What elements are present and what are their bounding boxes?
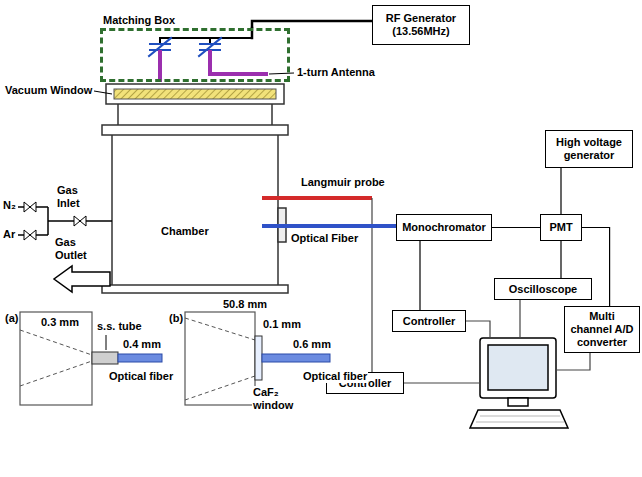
part-label: Langmuir probe (300, 176, 386, 189)
vacuum-chamber (102, 84, 288, 293)
inset-letter: (b) (168, 312, 184, 325)
connector-line (419, 241, 420, 310)
part-label: Optical fiber (108, 370, 174, 383)
part-label: Chamber (160, 225, 210, 238)
langmuir-probe (262, 196, 372, 200)
matching-box: Matching Box (100, 28, 290, 82)
connector-line (252, 21, 372, 28)
dimension-label: 50.8 mm (222, 298, 268, 311)
optical-fiber (262, 224, 396, 228)
part-label: 1-turn Antenna (296, 66, 376, 79)
part-label: Optical Fiber (290, 232, 359, 245)
part-label: Gas Outlet (54, 236, 100, 262)
gas-lines (18, 207, 112, 235)
part-label: CaF₂ window (252, 386, 300, 412)
dimension-label: 0.4 mm (122, 338, 162, 351)
controller-box: Controller (392, 310, 466, 332)
signal-cable (404, 382, 480, 383)
leader-line (269, 73, 294, 74)
connector-line (560, 241, 561, 278)
supply-box: High voltage generator (545, 130, 633, 168)
part-label: Vacuum Window (4, 84, 93, 97)
monochromator-box: Monochromator (396, 214, 492, 241)
box-label: Oscilloscope (509, 283, 577, 296)
box-label: PMT (549, 221, 572, 234)
dimension-label: 0.3 mm (40, 316, 80, 329)
detector-box: PMT (540, 214, 582, 241)
part-label: s.s. tube (96, 320, 143, 333)
box-heading: Matching Box (103, 14, 175, 27)
converter-box: Multi channel A/D converter (564, 306, 640, 353)
inset-letter: (a) (4, 312, 19, 325)
signal-cable (466, 321, 490, 338)
inset-a (20, 312, 162, 405)
box-label: Multi channel A/D converter (569, 310, 635, 349)
signal-cable (556, 353, 590, 370)
box-label: Controller (403, 315, 456, 328)
gas-label: N₂ (2, 199, 17, 212)
dimension-label: 0.6 mm (292, 338, 332, 351)
dimension-label: 0.1 mm (262, 318, 302, 331)
generator-box: RF Generator (13.56MHz) (372, 5, 470, 45)
signal-cable (519, 300, 520, 338)
box-label: High voltage generator (550, 136, 628, 162)
scope-box: Oscilloscope (494, 278, 592, 300)
connector-line (560, 168, 561, 214)
box-label: RF Generator (13.56MHz) (377, 12, 465, 38)
matching-circuit (149, 28, 266, 80)
computer-icon (470, 338, 568, 428)
box-label: Monochromator (402, 221, 486, 234)
outlet-arrow (54, 266, 110, 292)
part-label: Gas Inlet (56, 184, 98, 210)
gas-label: Ar (2, 228, 16, 241)
part-label: Optical fiber (302, 370, 368, 383)
leader-line (94, 91, 112, 94)
connector-line (492, 227, 540, 228)
